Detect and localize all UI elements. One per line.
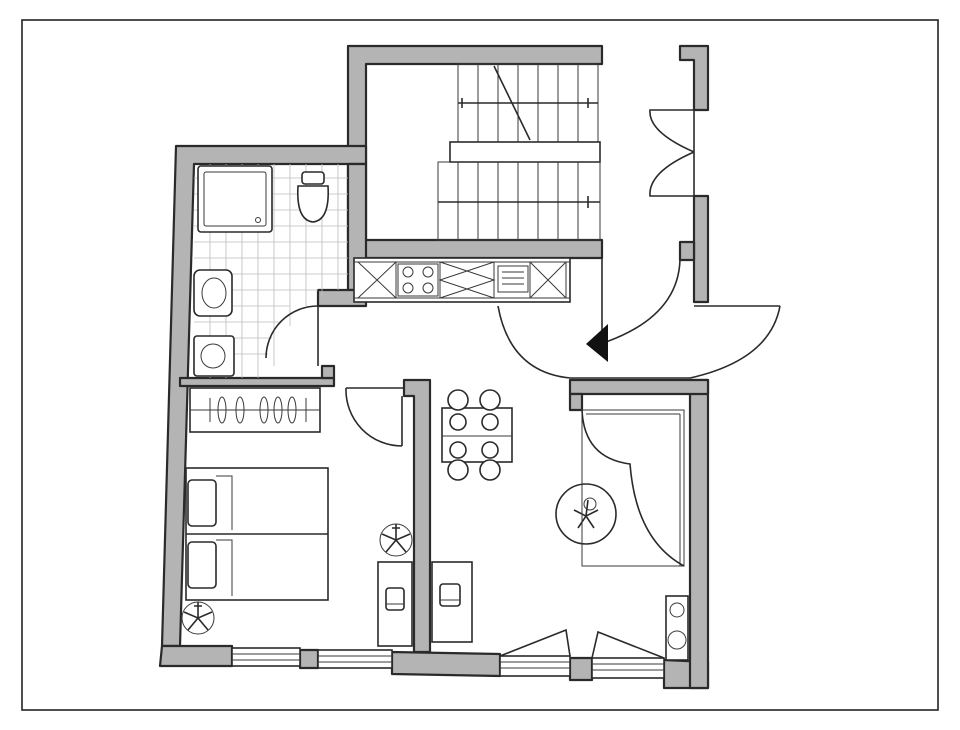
desk-icon bbox=[431, 561, 473, 643]
window-icon bbox=[317, 649, 393, 669]
desk-icon bbox=[377, 561, 413, 647]
stair-flight-icon bbox=[437, 63, 601, 241]
entrance-arrow-icon bbox=[586, 324, 608, 362]
round-table-icon bbox=[555, 483, 617, 545]
toilet-icon bbox=[296, 171, 330, 223]
bedroom bbox=[181, 467, 413, 647]
door-swing-icon bbox=[649, 109, 695, 197]
drawing-frame bbox=[21, 19, 939, 711]
door-swing-icon bbox=[265, 305, 319, 366]
shower-tray-icon bbox=[197, 165, 273, 233]
dining-table-icon bbox=[441, 389, 513, 481]
plant-icon bbox=[573, 497, 599, 529]
chair-icon bbox=[439, 583, 461, 607]
washing-machine-icon bbox=[193, 335, 235, 377]
window-icon bbox=[499, 628, 571, 677]
washbasin-icon bbox=[193, 269, 233, 317]
wardrobe-icon bbox=[189, 387, 321, 433]
washing-machine-icon bbox=[665, 595, 689, 661]
apartment-walls bbox=[158, 144, 710, 690]
bathroom bbox=[193, 164, 348, 378]
double-bed-icon bbox=[185, 467, 329, 601]
plant-icon bbox=[379, 523, 413, 557]
stairwell bbox=[346, 44, 604, 260]
plant-icon bbox=[181, 601, 215, 635]
door-swing-icon bbox=[345, 387, 404, 447]
door-swing-icon bbox=[581, 409, 685, 567]
entrance bbox=[497, 258, 781, 379]
living-room bbox=[431, 389, 689, 661]
window-icon bbox=[591, 630, 665, 679]
chair-icon bbox=[385, 587, 405, 611]
sink-icon bbox=[497, 265, 529, 293]
kitchen-counter-icon bbox=[353, 257, 571, 303]
corridor-wall bbox=[649, 44, 710, 304]
window-icon bbox=[231, 647, 301, 667]
hob-icon bbox=[397, 263, 439, 297]
